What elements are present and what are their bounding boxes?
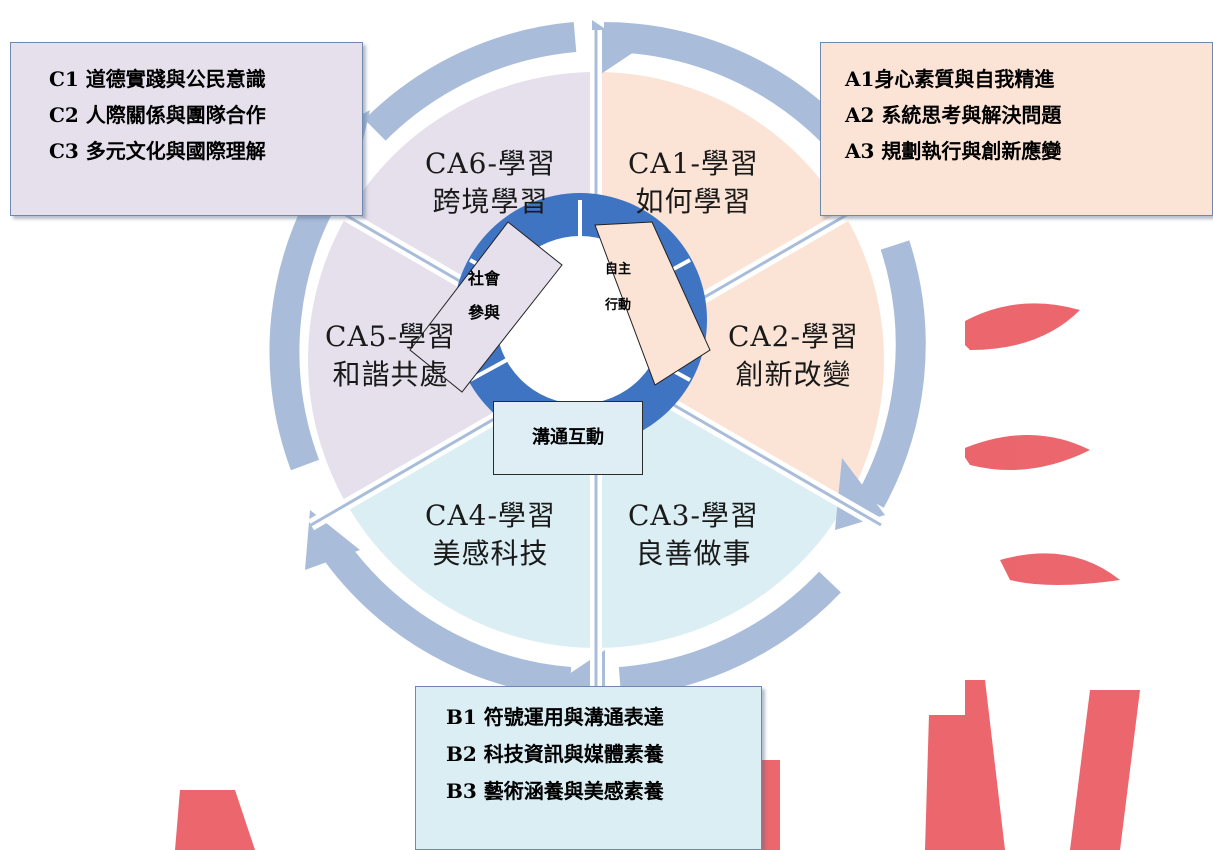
c1-item: C1 道德實踐與公民意識 [49,67,266,91]
segment-ca1-label: CA1-學習如何學習 [628,147,759,218]
autonomous-action-label: 自主行動 [605,262,632,313]
segment-ca5-label: CA5-學習和諧共處 [325,320,456,391]
social-participation-label: 社會參與 [468,269,501,322]
b1-item: B1 符號運用與溝通表達 [446,705,664,729]
b3-item: B3 藝術涵養與美感素養 [446,779,664,803]
b-competency-box: B1 符號運用與溝通表達 B2 科技資訊與媒體素養 B3 藝術涵養與美感素養 [415,686,762,850]
a3-item: A3 規劃執行與創新應變 [845,139,1062,163]
c2-item: C2 人際關係與團隊合作 [49,103,266,127]
segment-ca4-label: CA4-學習美感科技 [425,499,556,570]
segment-ca2-label: CA2-學習創新改變 [728,320,859,391]
c3-item: C3 多元文化與國際理解 [49,139,266,163]
autonomous-action-tag [594,221,711,386]
a-competency-box: A1身心素質與自我精進 A2 系統思考與解決問題 A3 規劃執行與創新應變 [820,42,1213,216]
c-competency-box: C1 道德實踐與公民意識 C2 人際關係與團隊合作 C3 多元文化與國際理解 [10,42,363,216]
segment-ca6-label: CA6-學習跨境學習 [425,147,556,218]
a2-item: A2 系統思考與解決問題 [845,103,1062,127]
segment-ca3-label: CA3-學習良善做事 [628,499,759,570]
social-participation-tag [409,221,563,393]
b2-item: B2 科技資訊與媒體素養 [446,742,664,766]
communication-interaction-tag: 溝通互動 [493,401,643,475]
cycle-arrows [269,22,926,697]
a1-item: A1身心素質與自我精進 [845,67,1055,91]
